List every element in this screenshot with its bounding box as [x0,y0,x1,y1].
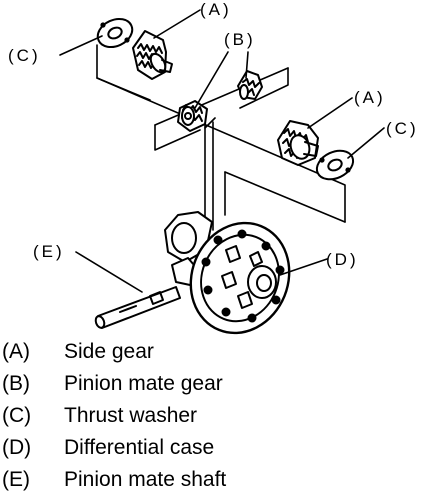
legend-key: (C) [2,404,32,427]
legend-item: (D) Differential case [0,432,214,464]
callout-a-top: (A) [200,0,232,19]
callout-labels: (A) (B) (C) (A) (C) (E) (D) [8,0,419,269]
callout-e: (E) [33,242,65,261]
legend-item: (A) Side gear [0,336,154,368]
legend-item: (C) Thrust washer [0,400,197,432]
callout-d: (D) [326,250,359,269]
legend-key: (A) [2,340,30,363]
side-gear-right [277,120,319,166]
thrust-washer-left [96,17,134,49]
pinion-mate-gear-middle [177,100,208,132]
legend-text: Pinion mate shaft [64,468,227,491]
callout-a-right: (A) [354,88,386,107]
callout-c-right: (C) [386,119,419,138]
differential-exploded-diagram: (A) (B) (C) (A) (C) (E) (D) [8,0,419,335]
legend-item: (E) Pinion mate shaft [0,464,226,496]
assembly-guide-lines [96,44,346,231]
legend-key: (D) [2,436,32,459]
callout-b: (B) [224,30,256,49]
legend-text: Side gear [64,340,154,363]
leader-lines [59,9,385,293]
legend-text: Pinion mate gear [64,372,223,395]
legend-key: (B) [2,372,30,395]
callout-c-left: (C) [8,46,41,65]
legend-text: Thrust washer [64,404,198,427]
pinion-mate-gear-upper [237,70,263,100]
legend-key: (E) [2,468,30,491]
side-gear-upper [132,30,173,80]
legend-item: (B) Pinion mate gear [0,368,223,400]
thrust-washer-right [315,149,355,181]
differential-case [164,211,291,335]
legend-text: Differential case [64,436,215,459]
pinion-mate-shaft [94,286,181,329]
